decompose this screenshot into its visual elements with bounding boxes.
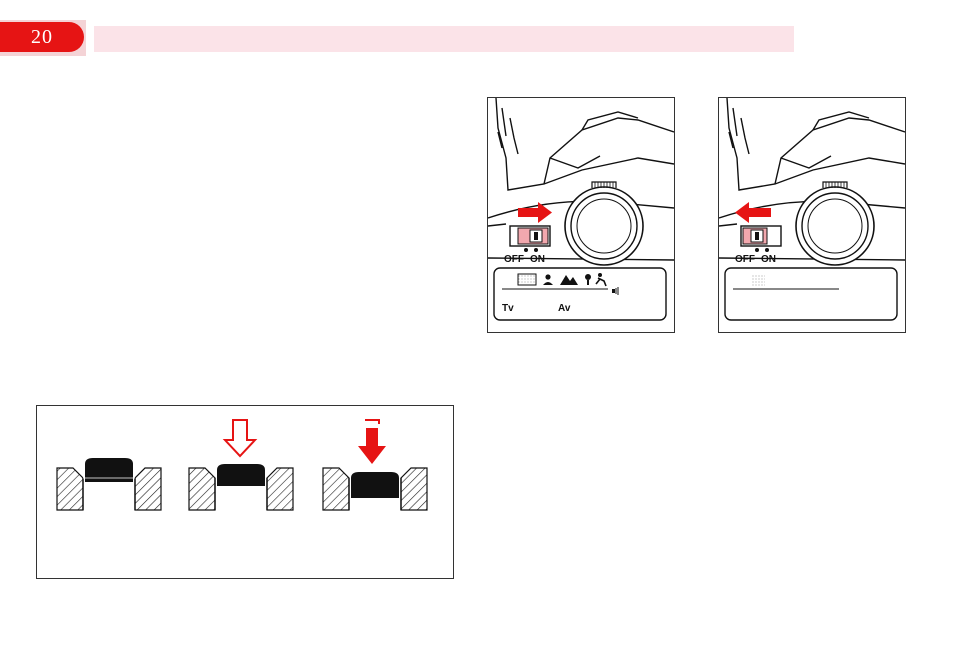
switch-label-on: ON xyxy=(530,254,545,265)
shutter-button-illustration xyxy=(36,405,454,579)
lcd-blank-segment-icon xyxy=(751,274,765,286)
lcd-label-tv: Tv xyxy=(502,303,514,314)
mode-dial xyxy=(796,182,874,265)
full-auto-mode-icon xyxy=(518,274,536,285)
power-switch xyxy=(741,226,781,252)
shutter-step-rest xyxy=(57,458,161,510)
arrow-left-icon xyxy=(735,202,771,223)
switch-label-off: OFF xyxy=(504,254,524,265)
outline-down-arrow-icon xyxy=(225,420,255,456)
switch-label-on: ON xyxy=(761,254,776,265)
lcd-label-av: Av xyxy=(558,303,571,314)
camera-on-illustration: OFF ON Tv Av xyxy=(487,97,675,333)
shutter-step-full-press xyxy=(323,420,427,510)
switch-label-off: OFF xyxy=(735,254,755,265)
header-band xyxy=(94,26,794,52)
mode-dial xyxy=(565,182,643,265)
shutter-step-half-press xyxy=(189,420,293,510)
power-switch xyxy=(510,226,550,252)
page-number: 20 xyxy=(0,22,84,52)
solid-down-arrow-icon xyxy=(358,428,386,464)
shutter-button-icon xyxy=(351,472,399,498)
arrow-right-icon xyxy=(518,202,552,223)
camera-off-illustration: OFF ON xyxy=(718,97,906,333)
shutter-button-icon xyxy=(217,464,265,486)
lcd-panel: Tv Av xyxy=(494,268,666,320)
lcd-panel xyxy=(725,268,897,320)
